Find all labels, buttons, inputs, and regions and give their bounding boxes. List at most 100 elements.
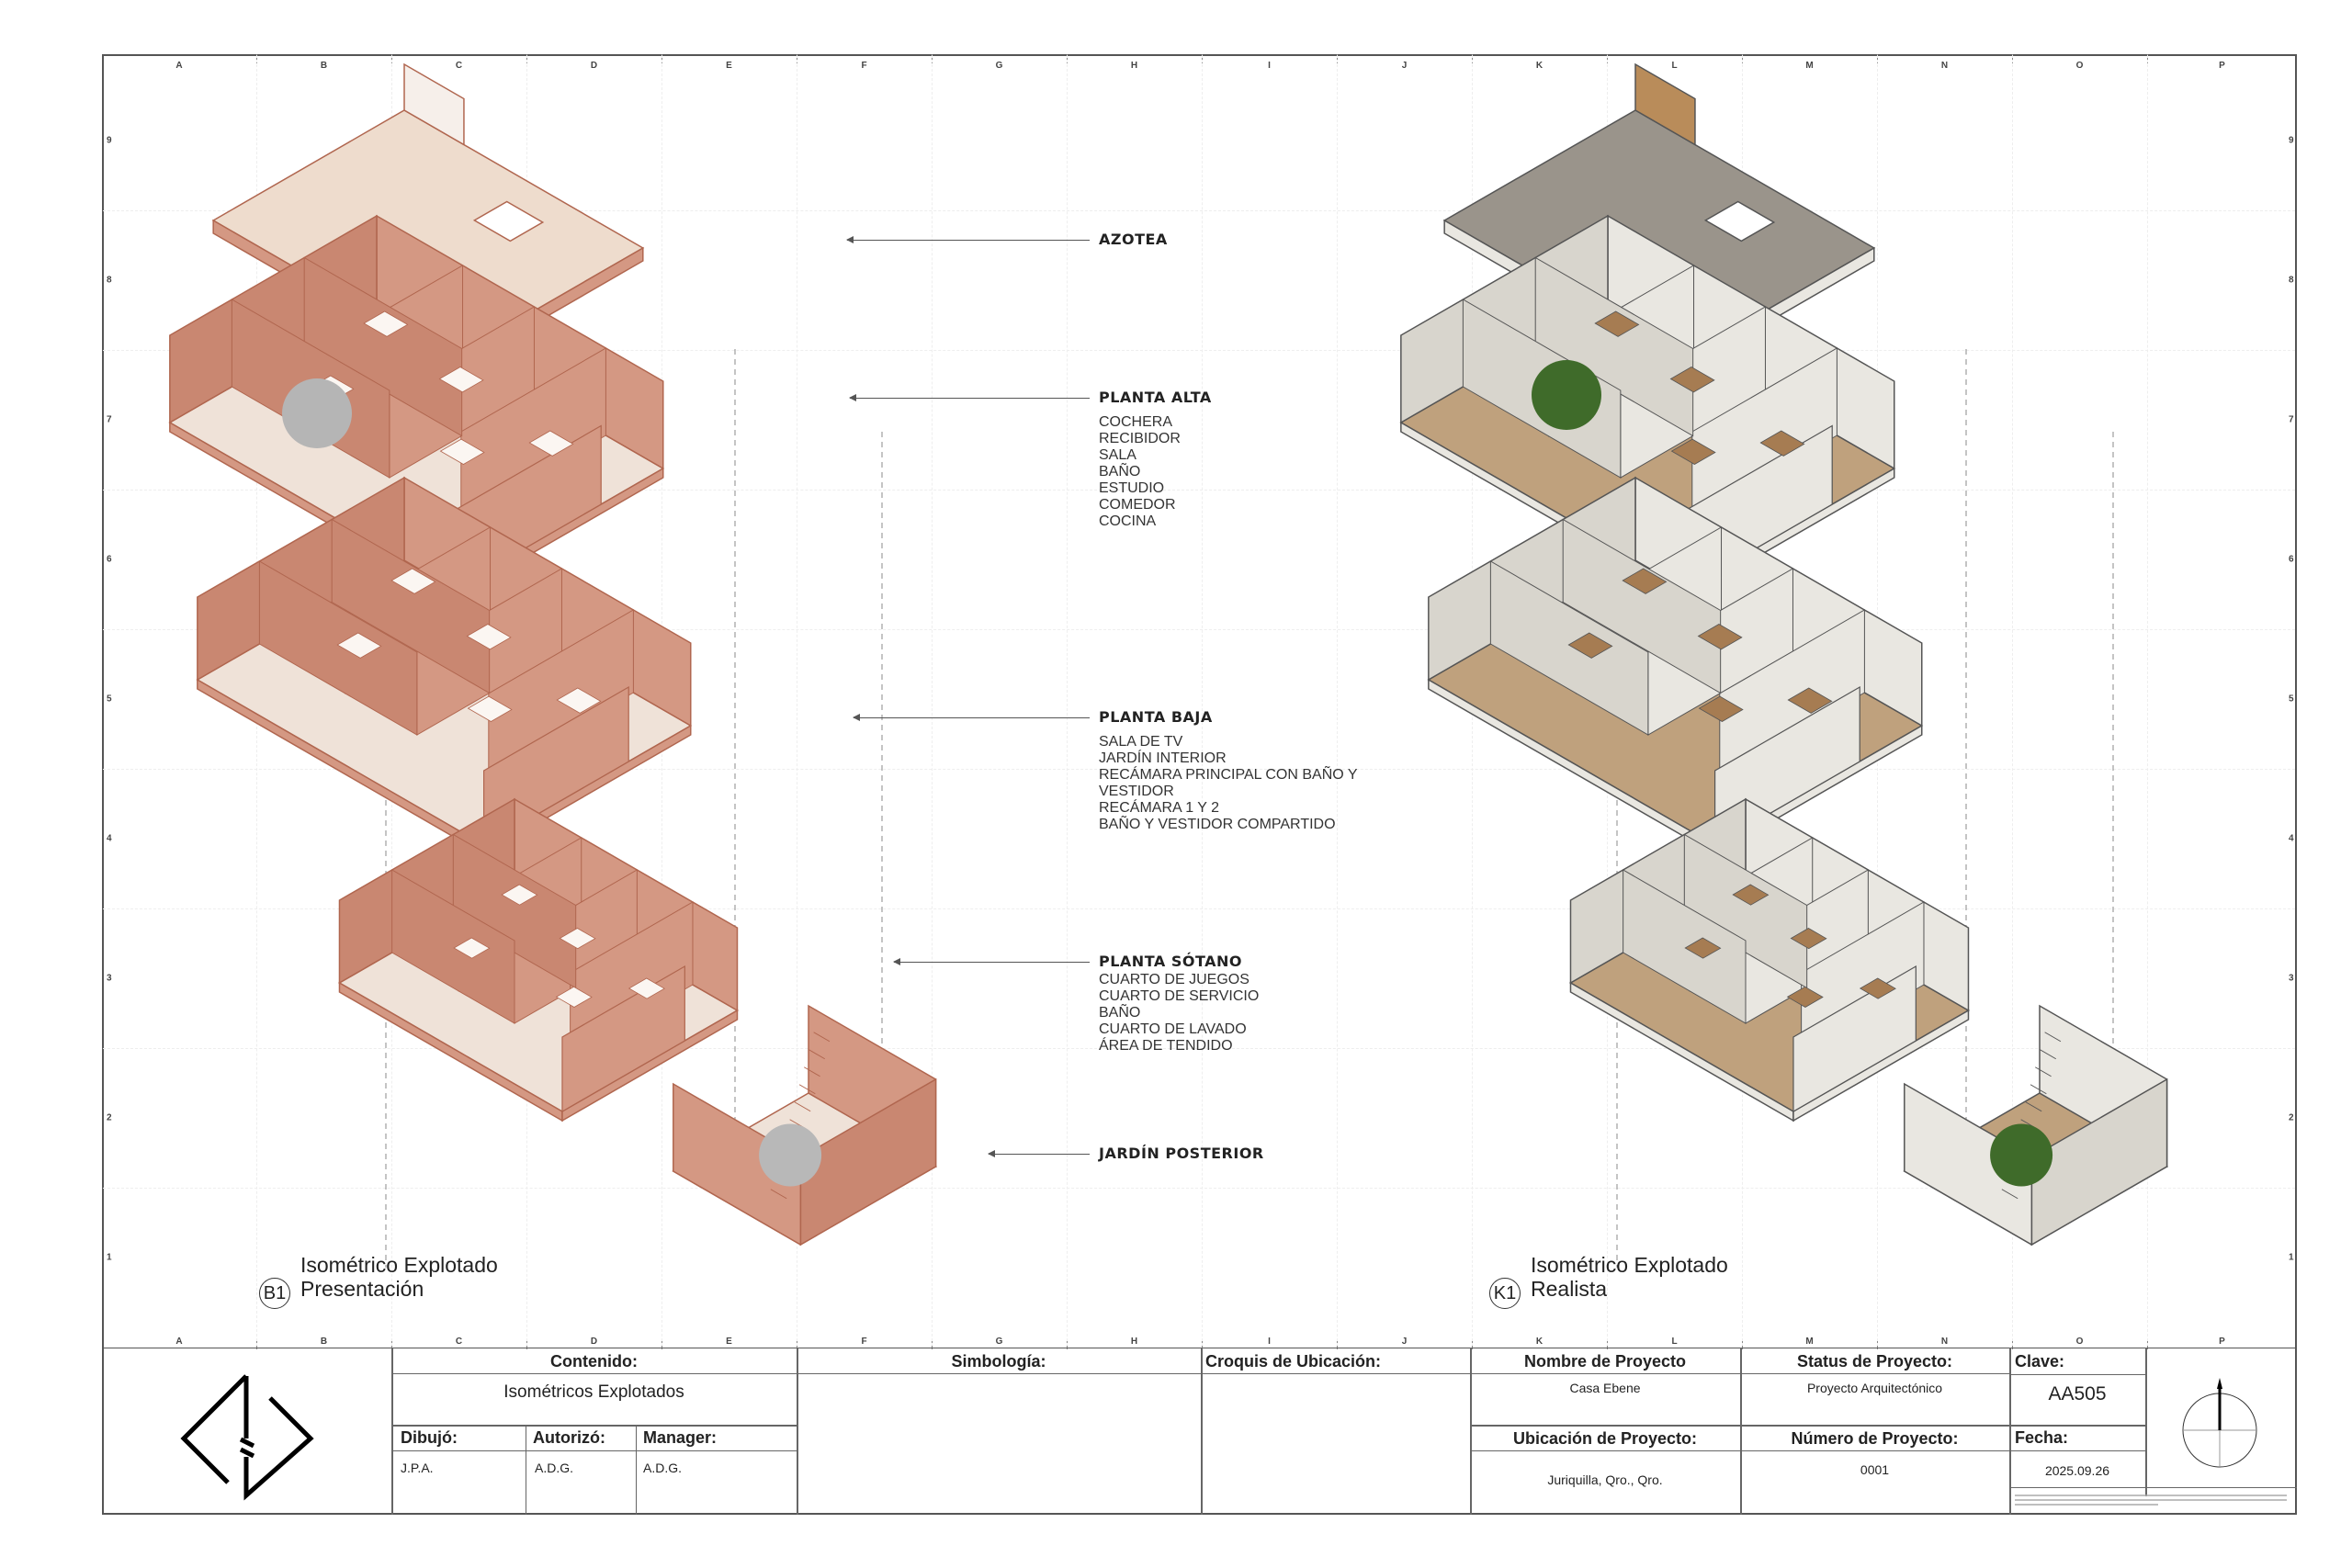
company-logo: [180, 1374, 314, 1501]
stair-step: [2030, 1084, 2047, 1095]
grid-row-label: 9: [107, 135, 112, 146]
autorizo-value: A.D.G.: [535, 1461, 574, 1475]
clave-label: Clave:: [2015, 1352, 2065, 1371]
furniture: [1669, 367, 1715, 393]
level-title: PLANTA BAJA: [1099, 708, 1213, 726]
grid-column-label: H: [1130, 1337, 1138, 1347]
contenido-label: Contenido:: [550, 1352, 638, 1371]
grid-row-label: 1: [107, 1252, 112, 1263]
furniture: [628, 977, 665, 999]
grid-row-label: 1: [2289, 1252, 2294, 1263]
tree: [1990, 1123, 2053, 1187]
furniture: [556, 687, 602, 714]
furniture: [466, 624, 512, 650]
grid-column-label: O: [2075, 61, 2084, 71]
room-item: SALA: [1099, 447, 1136, 463]
grid-column-label: N: [1940, 1337, 1949, 1347]
view-title-b1: Isométrico Explotado Presentación: [300, 1253, 498, 1301]
grid-row-label: 3: [2289, 973, 2294, 984]
grid-column-label: M: [1805, 61, 1814, 71]
level-title: PLANTA ALTA: [1099, 389, 1212, 406]
tree: [759, 1123, 822, 1187]
partition-wall: [452, 833, 577, 989]
furniture: [1786, 986, 1824, 1008]
nombre-value: Casa Ebene: [1569, 1381, 1641, 1395]
furniture: [363, 310, 409, 337]
grid-column-label: J: [1401, 61, 1408, 71]
manager-value: A.D.G.: [643, 1461, 683, 1475]
furniture: [1732, 884, 1770, 906]
room-item: CUARTO DE LAVADO: [1099, 1021, 1247, 1037]
grid-column-label: F: [861, 61, 867, 71]
grid-column-label: C: [455, 61, 463, 71]
grid-column-label: J: [1401, 1337, 1408, 1347]
grid-column-label: L: [1671, 61, 1678, 71]
furniture: [1859, 977, 1896, 999]
grid-column-label: N: [1940, 61, 1949, 71]
grid-column-label: D: [590, 61, 598, 71]
numero-label: Número de Proyecto:: [1791, 1429, 1959, 1448]
view-title-line1: Isométrico Explotado: [1531, 1253, 1728, 1277]
ubicacion-label: Ubicación de Proyecto:: [1512, 1429, 1698, 1448]
grid-column-label: D: [590, 1337, 598, 1347]
grid-column-label: A: [175, 1337, 183, 1347]
grid-column-label: P: [2219, 1337, 2225, 1347]
furniture: [467, 695, 513, 722]
stair-step: [2025, 1101, 2042, 1112]
room-item: COCINA: [1099, 513, 1157, 529]
stair-enclosure: [403, 62, 465, 146]
furniture: [1697, 624, 1743, 650]
fecha-label: Fecha:: [2015, 1428, 2069, 1447]
view-title-line2: Presentación: [300, 1277, 424, 1301]
disclaimer-fine-print: [2015, 1495, 2287, 1506]
partition-wall: [1683, 833, 1808, 989]
grid-column-label: K: [1535, 61, 1544, 71]
room-item: RECÁMARA PRINCIPAL CON BAÑO Y: [1099, 767, 1358, 783]
view-title-line2: Realista: [1531, 1277, 1608, 1301]
nombre-label: Nombre de Proyecto: [1523, 1352, 1687, 1371]
leader-arrow: [988, 1150, 1090, 1157]
grid-column-label: C: [455, 1337, 463, 1347]
level-title: PLANTA SÓTANO: [1099, 953, 1242, 970]
grid-column-label: G: [995, 1337, 1003, 1347]
grid-row-label: 4: [107, 833, 112, 844]
furniture: [336, 632, 382, 659]
grid-row-label: 5: [107, 694, 112, 705]
grid-column-label: I: [1268, 1337, 1271, 1347]
simbologia-label: Simbología:: [951, 1352, 1046, 1371]
grid-row-label: 6: [107, 554, 112, 565]
grid-column-label: O: [2075, 1337, 2084, 1347]
furniture: [1787, 687, 1833, 714]
partition-wall: [391, 869, 515, 1024]
view-title-line1: Isométrico Explotado: [300, 1253, 498, 1277]
partition-wall: [1534, 256, 1694, 437]
room-item: CUARTO DE SERVICIO: [1099, 988, 1260, 1004]
grid-column-label: A: [175, 61, 183, 71]
room-item: CUARTO DE JUEGOS: [1099, 972, 1250, 987]
furniture: [1759, 430, 1805, 457]
stair-enclosure: [1634, 62, 1696, 146]
ubicacion-value: Juriquilla, Qro., Qro.: [1547, 1472, 1663, 1487]
status-value: Proyecto Arquitectónico: [1806, 1381, 1943, 1395]
view-badge-b1: B1: [259, 1278, 290, 1309]
grid-row-label: 5: [2289, 694, 2294, 705]
stair-step: [2040, 1049, 2057, 1060]
stair-step: [803, 1066, 820, 1077]
numero-value: 0001: [1860, 1462, 1890, 1477]
grid-row-label: 9: [2289, 135, 2294, 146]
grid-column-label: B: [320, 1337, 328, 1347]
room-item: VESTIDOR: [1099, 784, 1174, 799]
grid-column-label: F: [861, 1337, 867, 1347]
room-item: BAÑO Y VESTIDOR COMPARTIDO: [1099, 817, 1336, 832]
stair-step: [808, 1049, 826, 1060]
furniture: [1684, 937, 1722, 959]
grid-column-label: B: [320, 61, 328, 71]
furniture: [501, 884, 538, 906]
partition-wall: [1489, 560, 1649, 736]
room-item: ÁREA DE TENDIDO: [1099, 1038, 1233, 1054]
furniture: [559, 928, 596, 950]
grid-row-label: 3: [107, 973, 112, 984]
